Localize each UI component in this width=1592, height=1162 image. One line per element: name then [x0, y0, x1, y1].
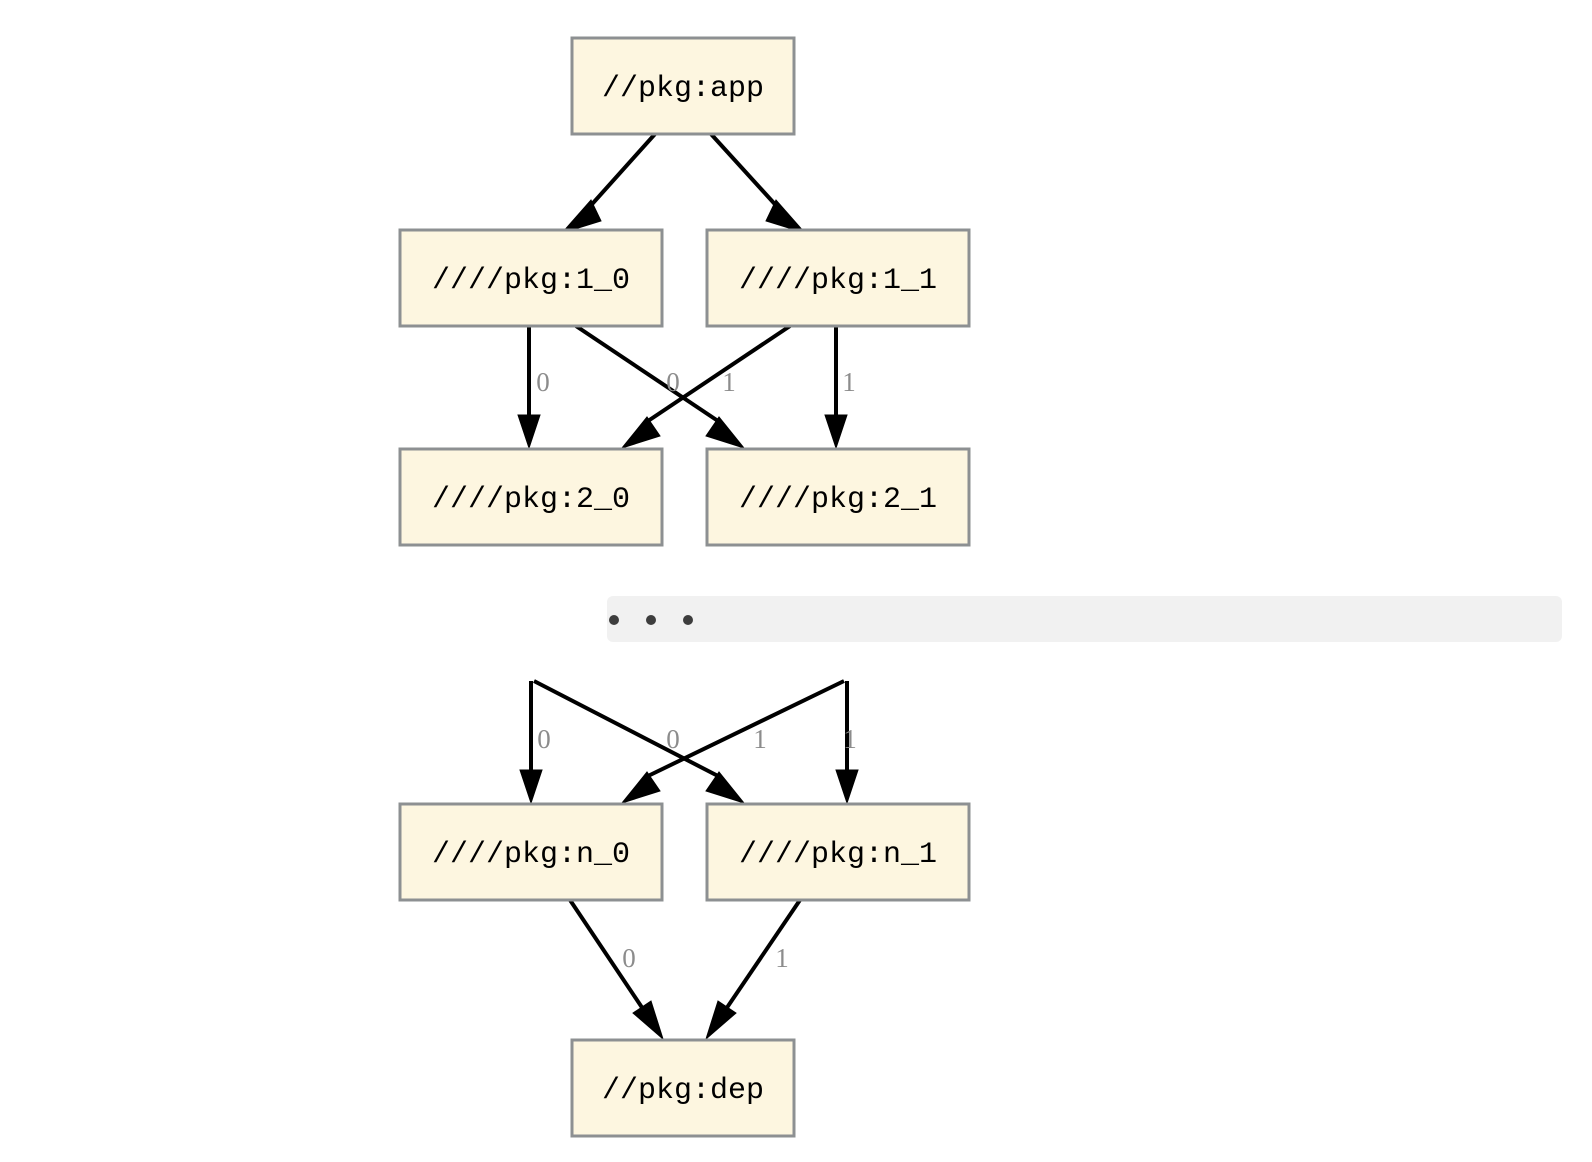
edge-1_1-to-2_0: 1: [620, 324, 792, 449]
node-dep[interactable]: //pkg:dep: [570, 1038, 796, 1138]
edge-label-n_0-dep: 0: [622, 943, 636, 973]
arrowhead-icon: [519, 769, 543, 805]
node-label: ////pkg:1_1: [739, 264, 937, 298]
node-label: ////pkg:2_1: [739, 483, 937, 517]
edge-line: [533, 679, 719, 778]
node-2_1[interactable]: ////pkg:2_1: [705, 447, 971, 547]
arrowhead-icon: [705, 416, 746, 449]
ellipsis-dot-2: [646, 615, 656, 625]
node-box[interactable]: [705, 447, 971, 547]
node-box[interactable]: [398, 228, 664, 328]
node-n_0[interactable]: ////pkg:n_0: [398, 802, 664, 902]
edge-elided-to-n_0-cross: 1: [620, 679, 845, 804]
arrowhead-icon: [517, 414, 541, 450]
node-label: ////pkg:1_0: [432, 264, 630, 298]
edge-label-1_0-2_1: 0: [666, 367, 680, 397]
edge-line: [722, 898, 802, 1014]
arrowhead-icon: [704, 1000, 737, 1041]
arrowhead-icon: [705, 771, 746, 804]
ellipsis-dot-1: [609, 615, 619, 625]
edge-label-elided-n_1: 1: [843, 724, 857, 754]
edge-line: [574, 324, 720, 423]
node-app[interactable]: //pkg:app: [570, 36, 796, 136]
edge-1_1-to-2_1: 1: [824, 326, 856, 450]
node-label: //pkg:dep: [602, 1074, 764, 1108]
edge-label-1_1-2_1: 1: [842, 367, 856, 397]
arrowhead-icon: [620, 771, 661, 804]
edge-line: [646, 324, 792, 423]
edge-line: [583, 132, 657, 214]
node-box[interactable]: [705, 228, 971, 328]
node-box[interactable]: [398, 802, 664, 902]
arrowhead-icon: [632, 1000, 665, 1041]
arrowhead-icon: [560, 199, 602, 234]
edge-1_0-to-2_0: 0: [517, 326, 550, 450]
arrowhead-icon: [835, 769, 859, 805]
node-label: //pkg:app: [602, 72, 764, 106]
edge-label-elided-n_1-cross: 0: [666, 724, 680, 754]
node-label: ////pkg:n_0: [432, 838, 630, 872]
node-label: ////pkg:n_1: [739, 838, 937, 872]
node-1_1[interactable]: ////pkg:1_1: [705, 228, 971, 328]
edge-app-to-1_1: [709, 132, 807, 234]
edge-elided-to-n_0-straight: 0: [519, 681, 551, 805]
node-box[interactable]: [398, 447, 664, 547]
arrowhead-icon: [765, 199, 807, 234]
arrowhead-icon: [824, 414, 848, 450]
elided-rows-indicator: [607, 596, 1562, 642]
ellipsis-band-background: [607, 596, 1562, 642]
edge-elided-to-n_1-cross: 0: [533, 679, 746, 804]
arrowhead-icon: [620, 416, 661, 449]
edge-elided-to-n_1-straight: 1: [835, 681, 859, 805]
ellipsis-dot-3: [683, 615, 693, 625]
edge-n_1-to-dep: 1: [704, 898, 802, 1041]
node-label: ////pkg:2_0: [432, 483, 630, 517]
node-2_0[interactable]: ////pkg:2_0: [398, 447, 664, 547]
node-n_1[interactable]: ////pkg:n_1: [705, 802, 971, 902]
node-1_0[interactable]: ////pkg:1_0: [398, 228, 664, 328]
node-box[interactable]: [570, 36, 796, 136]
node-box[interactable]: [705, 802, 971, 902]
edge-label-1_0-2_0: 0: [536, 367, 550, 397]
edge-n_0-to-dep: 0: [568, 898, 665, 1041]
edge-label-elided-n_0: 0: [537, 724, 551, 754]
edge-1_0-to-2_1: 0: [574, 324, 746, 449]
edge-line: [709, 132, 784, 214]
node-box[interactable]: [570, 1038, 796, 1138]
edge-label-n_1-dep: 1: [775, 943, 789, 973]
edge-label-1_1-2_0: 1: [722, 367, 736, 397]
edge-label-elided-n_0-cross: 1: [753, 724, 767, 754]
edge-line: [568, 898, 647, 1014]
edge-line: [647, 679, 845, 778]
edge-app-to-1_0: [560, 132, 657, 234]
